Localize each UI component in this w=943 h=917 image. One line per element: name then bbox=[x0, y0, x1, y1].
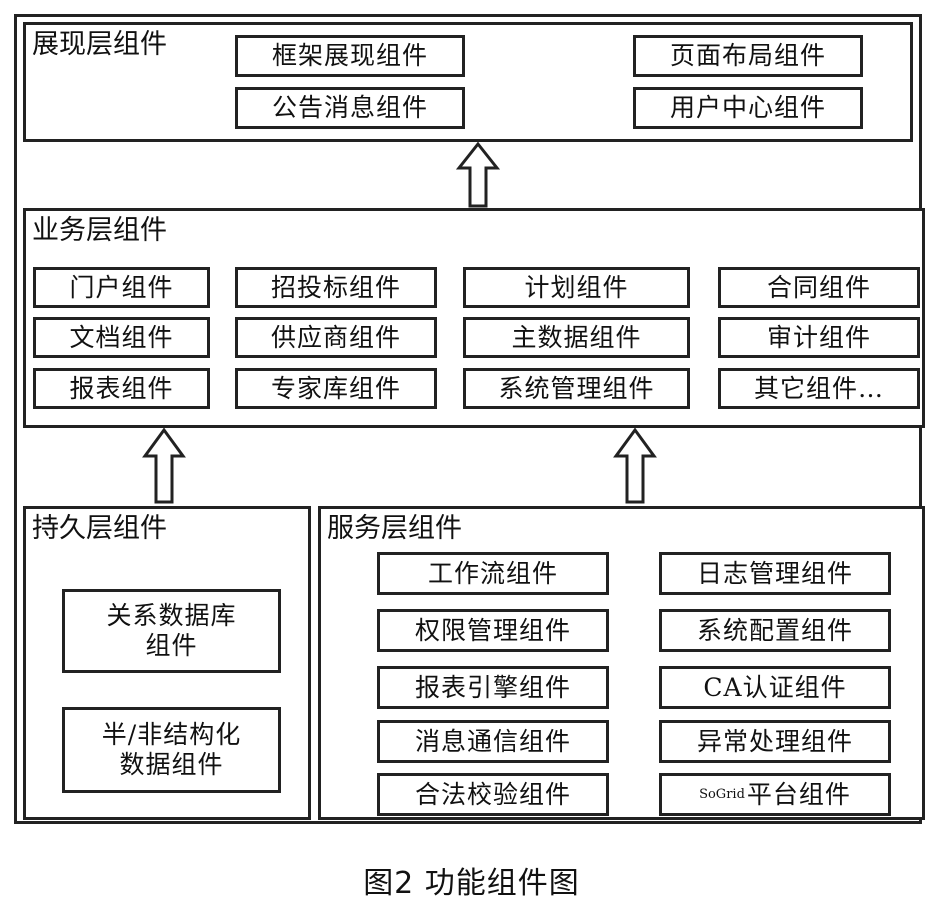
component-box: 供应商组件 bbox=[235, 317, 437, 358]
business-layer: 业务层组件 门户组件 招投标组件 计划组件 合同组件 文档组件 供应商组件 主数… bbox=[23, 208, 925, 428]
figure-caption: 图2 功能组件图 bbox=[363, 866, 580, 901]
component-label: 组件 bbox=[145, 631, 198, 660]
component-label: 数据组件 bbox=[119, 750, 224, 779]
component-box: 专家库组件 bbox=[235, 368, 437, 409]
component-box: 门户组件 bbox=[33, 267, 210, 308]
business-layer-title: 业务层组件 bbox=[32, 215, 167, 246]
component-box: 关系数据库 组件 bbox=[62, 589, 281, 673]
component-box: 工作流组件 bbox=[377, 552, 609, 595]
presentation-layer-title: 展现层组件 bbox=[32, 29, 167, 60]
component-box: 日志管理组件 bbox=[659, 552, 891, 595]
sogrid-brand-label: SoGrid bbox=[699, 786, 745, 802]
component-box: 审计组件 bbox=[718, 317, 920, 358]
component-box: 半/非结构化 数据组件 bbox=[62, 707, 281, 793]
component-box: 合法校验组件 bbox=[377, 773, 609, 816]
component-box: 用户中心组件 bbox=[633, 87, 863, 129]
component-box: 消息通信组件 bbox=[377, 720, 609, 763]
up-arrow-icon bbox=[613, 428, 657, 504]
up-arrow-icon bbox=[142, 428, 186, 504]
component-box: 报表组件 bbox=[33, 368, 210, 409]
component-box: 计划组件 bbox=[463, 267, 690, 308]
component-box: 权限管理组件 bbox=[377, 609, 609, 652]
component-box: 文档组件 bbox=[33, 317, 210, 358]
service-layer-title: 服务层组件 bbox=[327, 513, 462, 544]
component-box: 报表引擎组件 bbox=[377, 666, 609, 709]
component-box: 主数据组件 bbox=[463, 317, 690, 358]
component-box: 框架展现组件 bbox=[235, 35, 465, 77]
component-box: 公告消息组件 bbox=[235, 87, 465, 129]
service-layer: 服务层组件 工作流组件 日志管理组件 权限管理组件 系统配置组件 报表引擎组件 … bbox=[318, 506, 925, 820]
component-box: 系统配置组件 bbox=[659, 609, 891, 652]
component-label: 平台组件 bbox=[746, 779, 851, 809]
component-box: 页面布局组件 bbox=[633, 35, 863, 77]
persistence-layer-title: 持久层组件 bbox=[32, 513, 167, 544]
component-box: 招投标组件 bbox=[235, 267, 437, 308]
component-box: 异常处理组件 bbox=[659, 720, 891, 763]
component-box: 合同组件 bbox=[718, 267, 920, 308]
up-arrow-icon bbox=[456, 142, 500, 208]
component-box: CA认证组件 bbox=[659, 666, 891, 709]
component-box: 其它组件… bbox=[718, 368, 920, 409]
component-label: 半/非结构化 bbox=[101, 720, 242, 749]
persistence-layer: 持久层组件 关系数据库 组件 半/非结构化 数据组件 bbox=[23, 506, 311, 820]
component-label: 关系数据库 bbox=[106, 601, 237, 630]
presentation-layer: 展现层组件 框架展现组件 页面布局组件 公告消息组件 用户中心组件 bbox=[23, 22, 913, 142]
component-box: 系统管理组件 bbox=[463, 368, 690, 409]
